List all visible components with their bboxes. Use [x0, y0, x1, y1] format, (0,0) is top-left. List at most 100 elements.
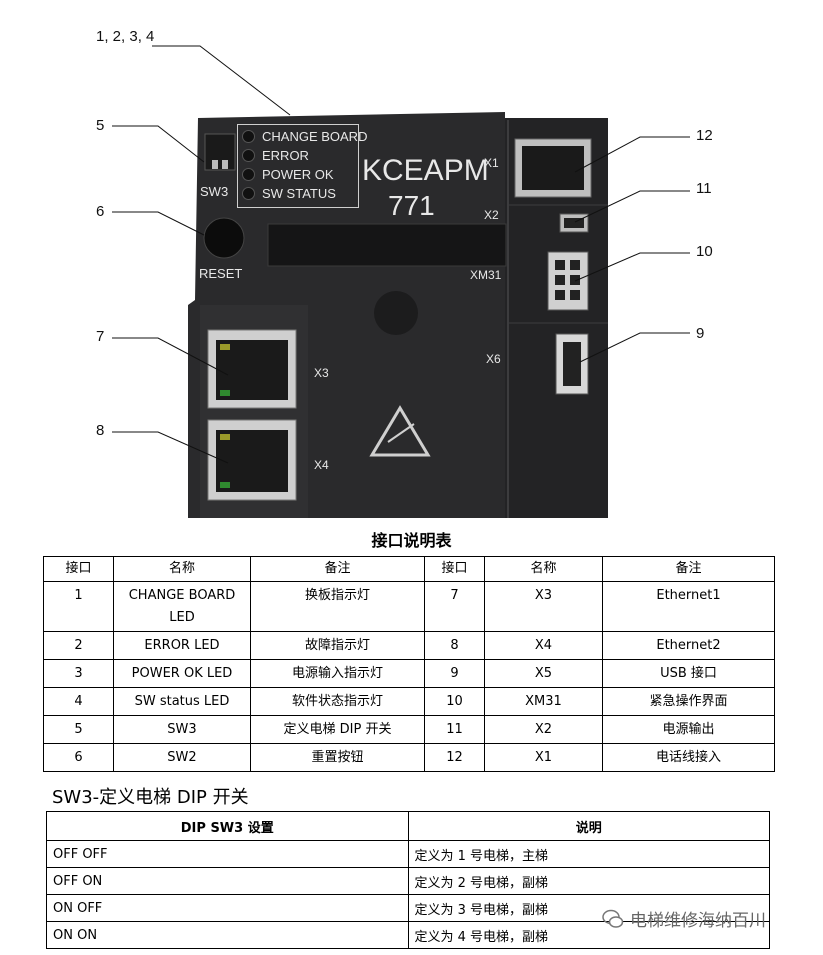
x3-label: X3: [314, 366, 329, 380]
led-dot-icon: [242, 129, 255, 143]
table-cell: ON ON: [46, 921, 409, 949]
dip-section-title: SW3-定义电梯 DIP 开关: [52, 787, 249, 808]
table-row: 1 CHANGE BOARD LED 换板指示灯 7 X3 Ethernet1: [43, 581, 775, 632]
header-cell: 名称: [484, 556, 603, 582]
table-row: ON ON 定义为 4 号电梯，副梯: [46, 921, 770, 949]
header-cell: DIP SW3 设置: [46, 811, 409, 841]
table-cell: 电源输入指示灯: [250, 659, 425, 688]
table-cell: 定义为 1 号电梯，主梯: [407, 840, 770, 868]
table-cell: POWER OK LED: [113, 659, 251, 688]
table-cell: 软件状态指示灯: [250, 687, 425, 716]
table-cell: USB 接口: [602, 659, 775, 688]
header-cell: 备注: [602, 556, 775, 582]
table-cell: 电话线接入: [602, 743, 775, 772]
table-cell: X1: [484, 743, 603, 772]
table-cell: 6: [43, 743, 114, 772]
callout-8: 8: [96, 422, 105, 439]
table-cell: SW3: [113, 715, 251, 744]
wechat-icon: [602, 909, 624, 928]
table-row: 2 ERROR LED 故障指示灯 8 X4 Ethernet2: [43, 631, 775, 660]
led-power-ok: POWER OK: [242, 165, 334, 183]
header-cell: 接口: [424, 556, 485, 582]
table-cell: 8: [424, 631, 485, 660]
table-cell: OFF ON: [46, 867, 409, 895]
table-cell: 1: [43, 581, 114, 632]
led-error: ERROR: [242, 146, 309, 164]
callout-7: 7: [96, 328, 105, 345]
led-label: SW STATUS: [262, 185, 336, 201]
callout-9: 9: [696, 325, 705, 342]
table-cell: 9: [424, 659, 485, 688]
table-cell: 4: [43, 687, 114, 716]
table-cell: 12: [424, 743, 485, 772]
table-cell: 电源输出: [602, 715, 775, 744]
table-cell: 定义为 3 号电梯，副梯: [407, 894, 770, 922]
table-row: OFF ON 定义为 2 号电梯，副梯: [46, 867, 770, 895]
callout-6: 6: [96, 203, 105, 220]
header-cell: 备注: [250, 556, 425, 582]
table-cell: 定义为 2 号电梯，副梯: [407, 867, 770, 895]
dip-table: DIP SW3 设置 说明 OFF OFF 定义为 1 号电梯，主梯 OFF O…: [46, 811, 770, 949]
callout-10: 10: [696, 243, 713, 260]
table-cell: 紧急操作界面: [602, 687, 775, 716]
table-cell: 故障指示灯: [250, 631, 425, 660]
watermark: 电梯维修海纳百川: [602, 906, 766, 931]
callout-12: 12: [696, 127, 713, 144]
led-label: POWER OK: [262, 166, 334, 182]
table-row: 4 SW status LED 软件状态指示灯 10 XM31 紧急操作界面: [43, 687, 775, 716]
table-cell: X3: [484, 581, 603, 632]
table-cell: Ethernet2: [602, 631, 775, 660]
table-cell: 2: [43, 631, 114, 660]
table-row: 6 SW2 重置按钮 12 X1 电话线接入: [43, 743, 775, 772]
led-dot-icon: [242, 167, 255, 181]
table-cell: 11: [424, 715, 485, 744]
led-dot-icon: [242, 148, 255, 162]
led-label-box: CHANGE BOARD ERROR POWER OK SW STATUS: [237, 124, 367, 208]
table-cell: OFF OFF: [46, 840, 409, 868]
table-cell: SW2: [113, 743, 251, 772]
x6-label: X6: [486, 352, 501, 366]
table-cell: CHANGE BOARD LED: [113, 581, 251, 632]
table-cell: X2: [484, 715, 603, 744]
table-cell: ON OFF: [46, 894, 409, 922]
table-row: ON OFF 定义为 3 号电梯，副梯: [46, 894, 770, 922]
table-cell: 3: [43, 659, 114, 688]
x1-label: X1: [484, 156, 499, 170]
table-cell: 5: [43, 715, 114, 744]
table-row: 3 POWER OK LED 电源输入指示灯 9 X5 USB 接口: [43, 659, 775, 688]
table-cell: 重置按钮: [250, 743, 425, 772]
reset-label: RESET: [199, 266, 243, 281]
led-label: ERROR: [262, 147, 309, 163]
table-cell: SW status LED: [113, 687, 251, 716]
x4-label: X4: [314, 458, 329, 472]
led-change-board: CHANGE BOARD: [242, 127, 367, 145]
watermark-text: 电梯维修海纳百川: [630, 911, 766, 931]
interface-table: 接口 名称 备注 接口 名称 备注 1 CHANGE BOARD LED 换板指…: [43, 556, 775, 772]
model-number: 771: [388, 190, 435, 221]
table-cell: 换板指示灯: [250, 581, 425, 632]
table-cell: Ethernet1: [602, 581, 775, 632]
sw3-label: SW3: [200, 184, 229, 199]
led-sw-status: SW STATUS: [242, 184, 336, 202]
callout-11: 11: [696, 180, 712, 197]
table1-title: 接口说明表: [371, 531, 452, 550]
x2-label: X2: [484, 208, 499, 222]
table-cell: 定义电梯 DIP 开关: [250, 715, 425, 744]
table-row: OFF OFF 定义为 1 号电梯，主梯: [46, 840, 770, 868]
header-cell: 说明: [407, 811, 770, 841]
table-row: 5 SW3 定义电梯 DIP 开关 11 X2 电源输出: [43, 715, 775, 744]
callout-5: 5: [96, 117, 105, 134]
callout-1-2-3-4: 1, 2, 3, 4: [96, 28, 155, 45]
table-cell: X5: [484, 659, 603, 688]
table-cell: X4: [484, 631, 603, 660]
table-cell: XM31: [484, 687, 603, 716]
table-cell: 7: [424, 581, 485, 632]
table-cell: 定义为 4 号电梯，副梯: [407, 921, 770, 949]
header-cell: 接口: [43, 556, 114, 582]
model-name: KCEAPM: [362, 154, 489, 187]
table-cell: 10: [424, 687, 485, 716]
table-header-row: DIP SW3 设置 说明: [46, 811, 770, 841]
header-cell: 名称: [113, 556, 251, 582]
table-cell: ERROR LED: [113, 631, 251, 660]
table-header-row: 接口 名称 备注 接口 名称 备注: [43, 556, 775, 582]
